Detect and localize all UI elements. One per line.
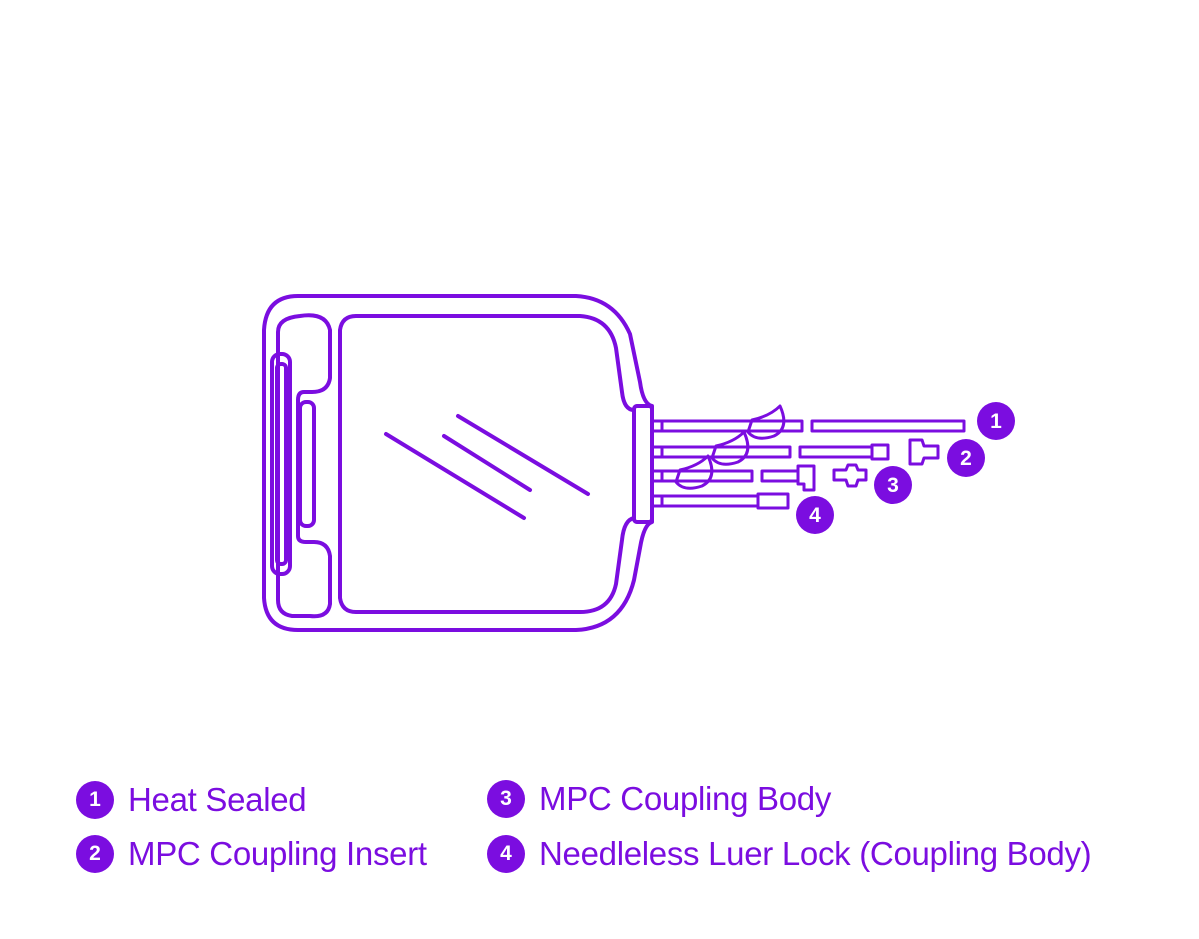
callout-2-number: 2 [960, 447, 972, 470]
tube-1-clamp [746, 404, 786, 440]
reflection-line [384, 432, 526, 520]
legend-label: Heat Sealed [128, 781, 307, 818]
callout-4: 4 [796, 496, 834, 534]
tube-2-fitting [870, 443, 890, 461]
callout-3: 3 [874, 466, 912, 504]
port-strip [632, 404, 654, 524]
tube-1-segment [660, 419, 804, 433]
reflection-line [442, 434, 532, 492]
legend-item-3: 3 MPC Coupling Body [487, 780, 831, 818]
mpc-coupling-body [832, 463, 868, 488]
callout-3-number: 3 [887, 474, 899, 497]
bag-handle [276, 313, 332, 619]
callout-2: 2 [947, 439, 985, 477]
legend-number-badge: 2 [76, 835, 114, 873]
legend-number-badge: 4 [487, 835, 525, 873]
tube-2-clamp [710, 430, 750, 466]
callout-1-number: 1 [990, 410, 1002, 433]
legend-number-badge: 1 [76, 781, 114, 819]
callout-4-number: 4 [809, 504, 821, 527]
legend-item-2: 2 MPC Coupling Insert [76, 835, 427, 873]
tube-2-segment [660, 445, 792, 459]
tube-3-fitting [796, 464, 816, 492]
legend-label: Needleless Luer Lock (Coupling Body) [539, 835, 1092, 872]
handle-slot [270, 352, 292, 576]
reflection-line [456, 414, 590, 496]
bag-outline [262, 294, 654, 632]
tube-1-sealed-end [810, 419, 966, 433]
handle-slot-inner [275, 362, 288, 566]
tube-2-extension [798, 445, 874, 459]
legend-number-badge: 3 [487, 780, 525, 818]
handle-grip [298, 400, 316, 528]
legend-label: MPC Coupling Body [539, 780, 832, 817]
legend-item-1: 1 Heat Sealed [76, 781, 307, 819]
tube-4-segment [660, 494, 760, 508]
bag-window [338, 314, 636, 614]
tube-3-clamp [674, 454, 714, 490]
callout-1: 1 [977, 402, 1015, 440]
legend-item-4: 4 Needleless Luer Lock (Coupling Body) [487, 835, 1092, 873]
tube-3-extension [760, 469, 800, 483]
needleless-luer-lock [756, 492, 790, 510]
mpc-coupling-insert [908, 438, 940, 466]
legend-label: MPC Coupling Insert [128, 835, 427, 872]
